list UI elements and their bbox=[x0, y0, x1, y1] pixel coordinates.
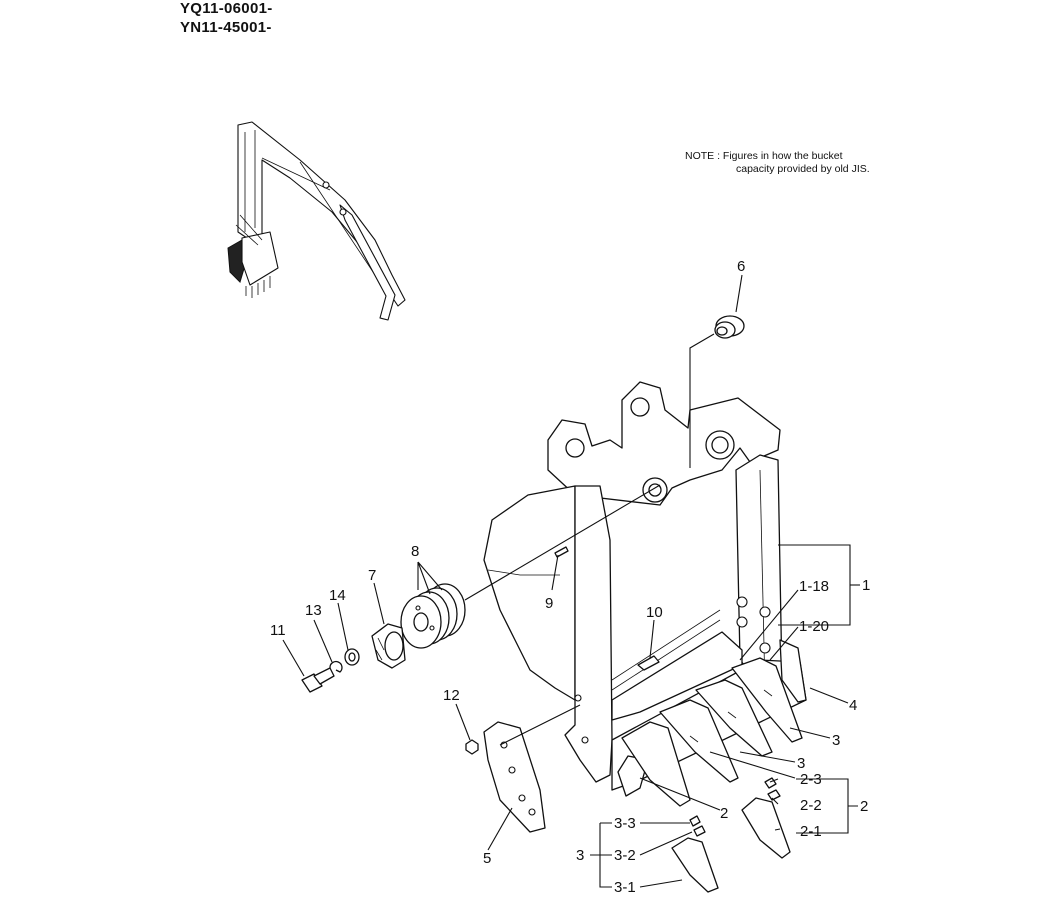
label-4: 4 bbox=[849, 697, 857, 714]
note-line-2: capacity provided by old JIS. bbox=[736, 163, 870, 175]
label-2-tooth: 2 bbox=[720, 805, 728, 822]
part-7-plate bbox=[371, 623, 406, 669]
label-11: 11 bbox=[270, 622, 286, 639]
part-13-spring-washer bbox=[329, 660, 343, 673]
part-9-pin bbox=[554, 546, 569, 558]
label-3-2: 3-2 bbox=[614, 847, 636, 864]
label-5: 5 bbox=[483, 850, 491, 867]
label-3-upper: 3 bbox=[832, 732, 840, 749]
part-3-loose-tooth bbox=[671, 815, 719, 893]
label-1-18: 1-18 bbox=[799, 578, 829, 595]
label-2-1: 2-1 bbox=[800, 823, 822, 840]
excavator-locator-illustration bbox=[227, 121, 406, 321]
label-9: 9 bbox=[545, 595, 553, 612]
label-3-3: 3-3 bbox=[614, 815, 636, 832]
label-3-middle: 3 bbox=[797, 755, 805, 772]
part-10-bolt bbox=[637, 655, 660, 671]
part-5-side-plate bbox=[483, 721, 546, 833]
label-3-group: 3 bbox=[576, 847, 584, 864]
note-line-1: NOTE : Figures in how the bucket bbox=[685, 150, 843, 162]
bucket-teeth bbox=[617, 657, 803, 807]
label-8: 8 bbox=[411, 543, 419, 560]
label-2-2: 2-2 bbox=[800, 797, 822, 814]
label-6: 6 bbox=[737, 258, 745, 275]
serial-range-1: YQ11-06001- bbox=[180, 0, 273, 17]
label-10: 10 bbox=[646, 604, 663, 621]
part-12-nut bbox=[465, 739, 479, 755]
part-11-bolt bbox=[301, 667, 335, 693]
leader-lines bbox=[282, 274, 860, 888]
label-1-20: 1-20 bbox=[799, 618, 829, 635]
label-12: 12 bbox=[443, 687, 460, 704]
label-7: 7 bbox=[368, 567, 376, 584]
part-8-shims bbox=[400, 583, 466, 649]
label-1: 1 bbox=[862, 577, 870, 594]
label-2-3: 2-3 bbox=[800, 771, 822, 788]
part-2-loose-tooth bbox=[741, 777, 791, 859]
part-6-bushing bbox=[689, 315, 745, 468]
label-13: 13 bbox=[305, 602, 322, 619]
label-2-group: 2 bbox=[860, 798, 868, 815]
label-14: 14 bbox=[329, 587, 346, 604]
serial-range-2: YN11-45001- bbox=[180, 19, 272, 36]
label-3-1: 3-1 bbox=[614, 879, 636, 896]
part-labels: 6 8 7 14 13 11 9 10 12 5 1-18 1 1-20 4 3… bbox=[270, 258, 870, 896]
